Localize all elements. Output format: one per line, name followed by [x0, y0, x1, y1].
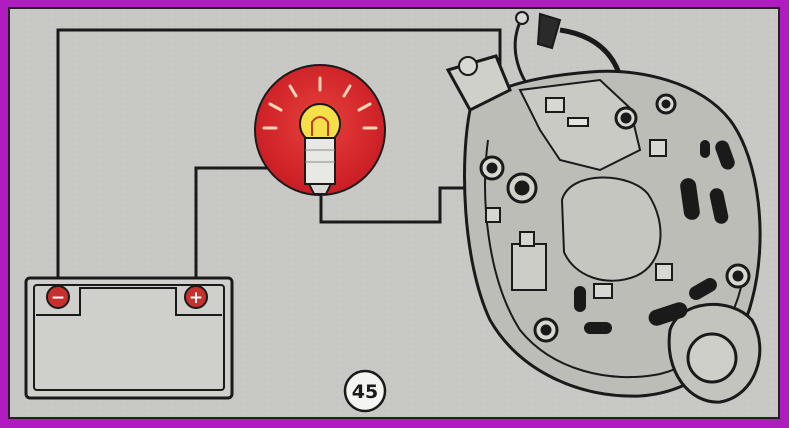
- battery: − +: [24, 276, 234, 400]
- light-rays: [262, 76, 378, 130]
- bulb-tip: [307, 183, 333, 195]
- positive-symbol: +: [189, 288, 203, 308]
- brush-holder: [511, 243, 547, 291]
- test-lamp: [254, 64, 386, 196]
- bulb-filament: [311, 116, 329, 136]
- wire-ground: [56, 28, 502, 288]
- battery-positive-terminal: +: [184, 285, 208, 309]
- figure-number: 45: [352, 381, 378, 403]
- negative-symbol: −: [51, 288, 65, 308]
- battery-negative-terminal: −: [46, 285, 70, 309]
- figure-number-badge: 45: [343, 369, 387, 413]
- cable-eyelet: [515, 11, 529, 25]
- alternator: [445, 11, 762, 404]
- vent-slots: [574, 140, 735, 334]
- bulb-socket: [304, 137, 336, 185]
- mounting-hole: [686, 332, 738, 384]
- bearing-cover: [560, 176, 662, 282]
- b-plus-connector: [536, 12, 562, 50]
